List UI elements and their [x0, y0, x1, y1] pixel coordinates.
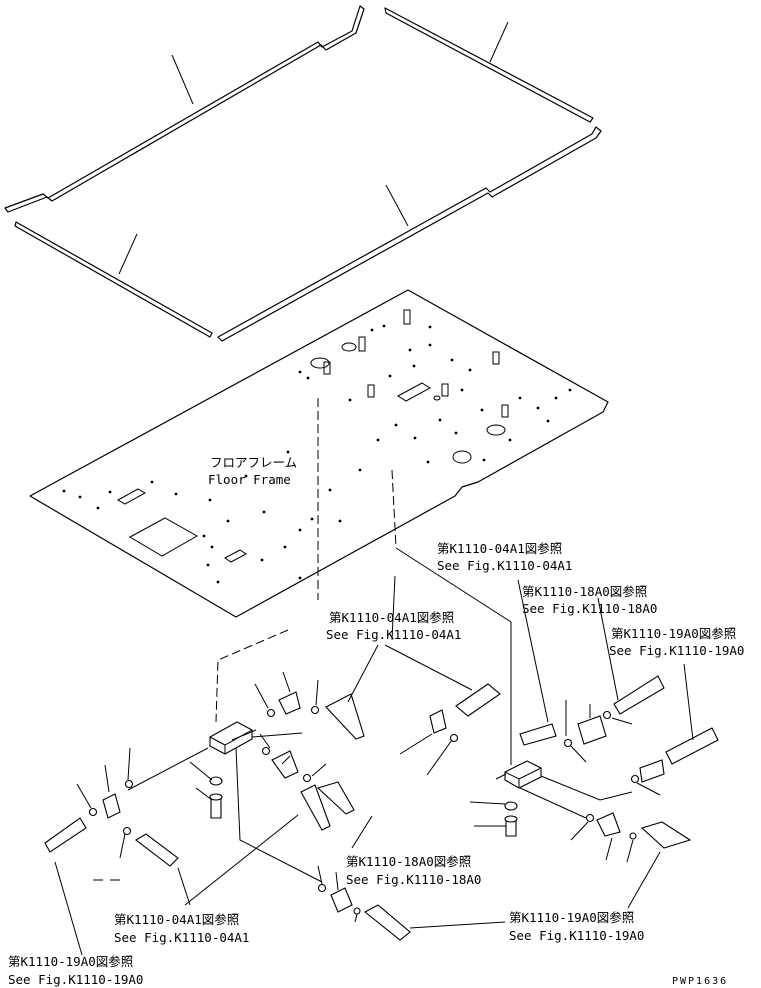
reference-pointers — [54, 575, 694, 956]
ref-bottom-right-19a0-jp: 第K1110-19A0図参照 — [509, 910, 634, 925]
ref-right-19a0-jp: 第K1110-19A0図参照 — [611, 626, 736, 641]
ref-bottom-right-19a0-en: See Fig.K1110-19A0 — [509, 928, 644, 943]
ref-bottom-left-19a0-en: See Fig.K1110-19A0 — [8, 972, 143, 987]
ref-bottom-04a1-jp: 第K1110-04A1図参照 — [114, 912, 239, 927]
ref-bottom-04a1-en: See Fig.K1110-04A1 — [114, 930, 249, 945]
ref-right-18a0: 第K1110-18A0図参照 See Fig.K1110-18A0 — [522, 584, 657, 616]
floor-frame-plate — [29, 289, 609, 618]
ref-bottom-left-19a0-jp: 第K1110-19A0図参照 — [8, 954, 133, 969]
ref-right-18a0-jp: 第K1110-18A0図参照 — [522, 584, 647, 599]
right-block-assembly — [399, 675, 719, 863]
floor-frame-jp: フロアフレーム — [210, 455, 297, 470]
dash-leaders — [215, 398, 397, 723]
ref-right-19a0: 第K1110-19A0図参照 See Fig.K1110-19A0 — [609, 626, 744, 658]
ref-center-04a1-jp: 第K1110-04A1図参照 — [329, 610, 454, 625]
ref-bottom-04a1: 第K1110-04A1図参照 See Fig.K1110-04A1 — [114, 912, 249, 945]
ref-center-18a0-en: See Fig.K1110-18A0 — [346, 872, 481, 887]
ref-center-04a1: 第K1110-04A1図参照 See Fig.K1110-04A1 — [326, 610, 461, 642]
mount-lines — [235, 547, 512, 883]
ref-top-right-04a1-en: See Fig.K1110-04A1 — [437, 558, 572, 573]
drawing-code: PWP1636 — [672, 976, 728, 987]
ref-top-right-04a1: 第K1110-04A1図参照 See Fig.K1110-04A1 — [437, 541, 572, 573]
ref-right-18a0-en: See Fig.K1110-18A0 — [522, 601, 657, 616]
ref-bottom-left-19a0: 第K1110-19A0図参照 See Fig.K1110-19A0 — [8, 954, 143, 987]
ref-bottom-right-19a0: 第K1110-19A0図参照 See Fig.K1110-19A0 — [509, 910, 644, 943]
ref-top-right-04a1-jp: 第K1110-04A1図参照 — [437, 541, 562, 556]
ref-right-19a0-en: See Fig.K1110-19A0 — [609, 643, 744, 658]
ref-center-18a0: 第K1110-18A0図参照 See Fig.K1110-18A0 — [346, 854, 481, 887]
ref-center-18a0-jp: 第K1110-18A0図参照 — [346, 854, 471, 869]
seal-strips — [4, 5, 602, 342]
floor-frame-en: Floor Frame — [208, 472, 291, 487]
left-block-assembly — [44, 671, 411, 941]
floor-frame-label: フロアフレーム Floor Frame — [208, 455, 297, 487]
ref-center-04a1-en: See Fig.K1110-04A1 — [326, 627, 461, 642]
